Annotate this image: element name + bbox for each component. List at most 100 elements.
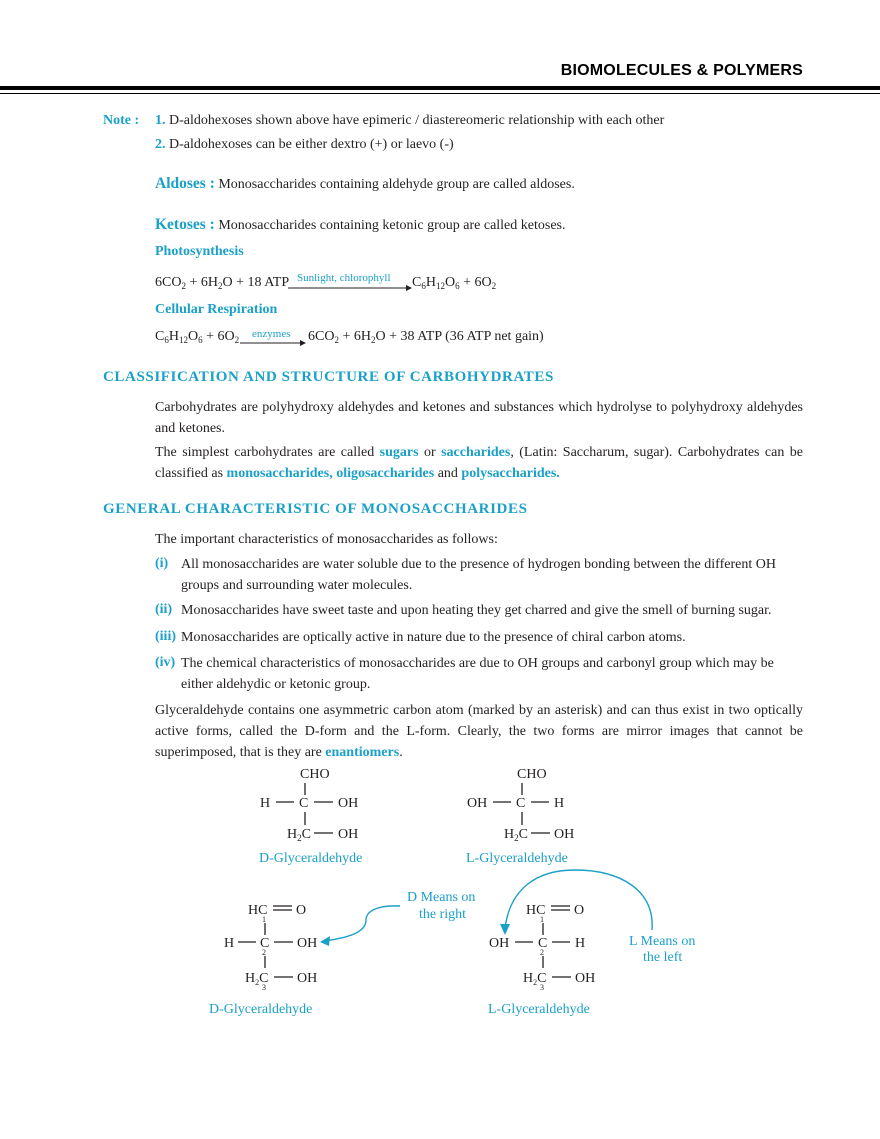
pointer-arrow-icon: [504, 869, 653, 931]
formula-part: 6CO: [308, 329, 335, 344]
formula-part: 6CO: [155, 275, 182, 290]
photosynthesis-condition: Sunlight, chlorophyll: [297, 272, 391, 284]
note-item-2: 2. D-aldohexoses can be either dextro (+…: [155, 137, 454, 153]
glyceraldehyde-structures: CHO H C OH H2C OH D-Glyceraldehyde CHO O…: [209, 767, 695, 1017]
atom-label: H2C: [245, 971, 268, 987]
ketoses-definition: Ketoses : Monosaccharides containing ket…: [155, 216, 565, 234]
formula-part: + 6H: [185, 275, 218, 290]
respiration-heading: Cellular Respiration: [155, 302, 278, 317]
highlight-term: monosaccharides, oligosaccharides: [226, 466, 435, 481]
structure-l-bottom: HC 1 O OH C 2 H H2C 3 OH L-Glyceraldehyd…: [488, 903, 595, 1017]
structure-d-top: CHO H C OH H2C OH D-Glyceraldehyde: [259, 767, 362, 866]
general-heading: GENERAL CHARACTERISTIC OF MONOSACCHARIDE…: [103, 501, 528, 517]
atom-label: H2C: [504, 827, 528, 843]
list-item-num: (i): [155, 556, 169, 571]
formula-part: + 6O: [202, 329, 235, 344]
carbon-number: 1: [540, 915, 544, 924]
formula-part: C: [155, 329, 165, 344]
highlight-term: saccharides: [441, 445, 511, 460]
carbon-number: 3: [262, 983, 266, 992]
text-run: Glyceraldehyde contains one asymmetric c…: [155, 703, 803, 760]
carbon-number: 2: [540, 948, 544, 957]
header-rule-thin: [0, 93, 880, 95]
formula-part: C: [412, 275, 422, 290]
atom-label: H: [554, 796, 564, 811]
atom-label: O: [296, 903, 306, 918]
photosynthesis-heading: Photosynthesis: [155, 244, 244, 259]
text-run: The simplest carbohydrates are called: [155, 445, 380, 460]
note-item-1: 1. D-aldohexoses shown above have epimer…: [155, 113, 664, 129]
aldoses-definition: Aldoses : Monosaccharides containing ald…: [155, 175, 575, 193]
carbon-number: 2: [262, 948, 266, 957]
text-run: .: [399, 745, 403, 760]
list-item-num: (ii): [155, 602, 173, 617]
text-run: , (Latin: Saccharum, sugar). Carbohydrat…: [155, 445, 804, 481]
classification-heading: CLASSIFICATION AND STRUCTURE OF CARBOHYD…: [103, 369, 554, 385]
glyceraldehyde-para: Glyceraldehyde contains one asymmetric c…: [155, 700, 803, 763]
formula-subscript: 6: [455, 281, 460, 291]
formula-subscript: 6: [198, 335, 203, 345]
respiration-condition: enzymes: [252, 328, 291, 340]
page-header-title: BIOMOLECULES & POLYMERS: [560, 62, 803, 79]
note-item-text: D-aldohexoses shown above have epimeric …: [169, 113, 665, 128]
atom-label: OH: [467, 796, 487, 811]
reaction-arrow-icon: [240, 340, 306, 346]
pointer-arrow-icon: [323, 905, 401, 942]
list-item-num: (iii): [155, 629, 176, 644]
formula-part: H: [168, 329, 179, 344]
atom-label: CHO: [517, 767, 547, 782]
atom-label: OH: [297, 971, 317, 986]
classification-para-2: The simplest carbohydrates are called su…: [155, 442, 803, 484]
atom-label: C: [299, 796, 308, 811]
atom-label: OH: [575, 971, 595, 986]
atom-label: HC: [248, 903, 267, 918]
ketoses-term: Ketoses :: [155, 216, 215, 233]
annotation-text: D Means on: [407, 890, 475, 905]
formula-subscript: 12: [178, 335, 188, 345]
atom-label: C: [516, 796, 525, 811]
structure-caption: L-Glyceraldehyde: [466, 851, 568, 866]
aldoses-term: Aldoses :: [155, 175, 215, 192]
atom-label: C: [260, 936, 269, 951]
formula-subscript: 2: [491, 281, 497, 291]
respiration-reactants: C6H12O6 + 6O2: [155, 329, 239, 345]
structure-caption: L-Glyceraldehyde: [488, 1002, 590, 1017]
atom-label: OH: [338, 796, 358, 811]
formula-subscript: 2: [234, 335, 240, 345]
atom-label: H2C: [287, 827, 311, 843]
atom-label: H: [260, 796, 270, 811]
note-item-num: 2.: [155, 137, 166, 152]
highlight-term: sugars: [379, 445, 419, 460]
photosynthesis-products: C6H12O6 + 6O2: [412, 275, 496, 291]
formula-subscript: 2: [217, 281, 223, 291]
formula-subscript: 12: [435, 281, 445, 291]
formula-subscript: 6: [421, 281, 426, 291]
formula-subscript: 6: [164, 335, 169, 345]
atom-label: CHO: [300, 767, 330, 782]
atom-label: OH: [489, 936, 509, 951]
atom-label: H2C: [523, 971, 546, 987]
reaction-arrow-icon: [288, 285, 412, 291]
structure-l-top: CHO OH C H H2C OH L-Glyceraldehyde: [466, 767, 574, 866]
formula-subscript: 2: [334, 335, 339, 345]
structure-caption: D-Glyceraldehyde: [209, 1002, 312, 1017]
atom-label: O: [574, 903, 584, 918]
atom-label: C: [538, 936, 547, 951]
photosynthesis-reactants: 6CO2 + 6H2O + 18 ATP: [155, 275, 289, 291]
list-item-num: (iv): [155, 655, 176, 670]
general-intro: The important characteristics of monosac…: [155, 532, 498, 547]
text-run: and: [434, 466, 462, 481]
list-item-text: The chemical characteristics of monosacc…: [181, 656, 774, 692]
atom-label: H: [224, 936, 234, 951]
atom-label: OH: [297, 936, 317, 951]
highlight-term: polysaccharides.: [461, 466, 560, 481]
text-run: or: [418, 445, 442, 460]
formula-part: O + 38 ATP (36 ATP net gain): [375, 329, 544, 344]
formula-subscript: 2: [370, 335, 376, 345]
structure-d-bottom: HC 1 O H C 2 OH H2C 3 OH D-Glyceraldehyd…: [209, 903, 317, 1017]
atom-label: OH: [338, 827, 358, 842]
note-item-num: 1.: [155, 113, 166, 128]
list-item-text: All monosaccharides are water soluble du…: [181, 557, 776, 593]
formula-part: O: [187, 329, 199, 344]
list-item-text: Monosaccharides are optically active in …: [181, 630, 686, 645]
